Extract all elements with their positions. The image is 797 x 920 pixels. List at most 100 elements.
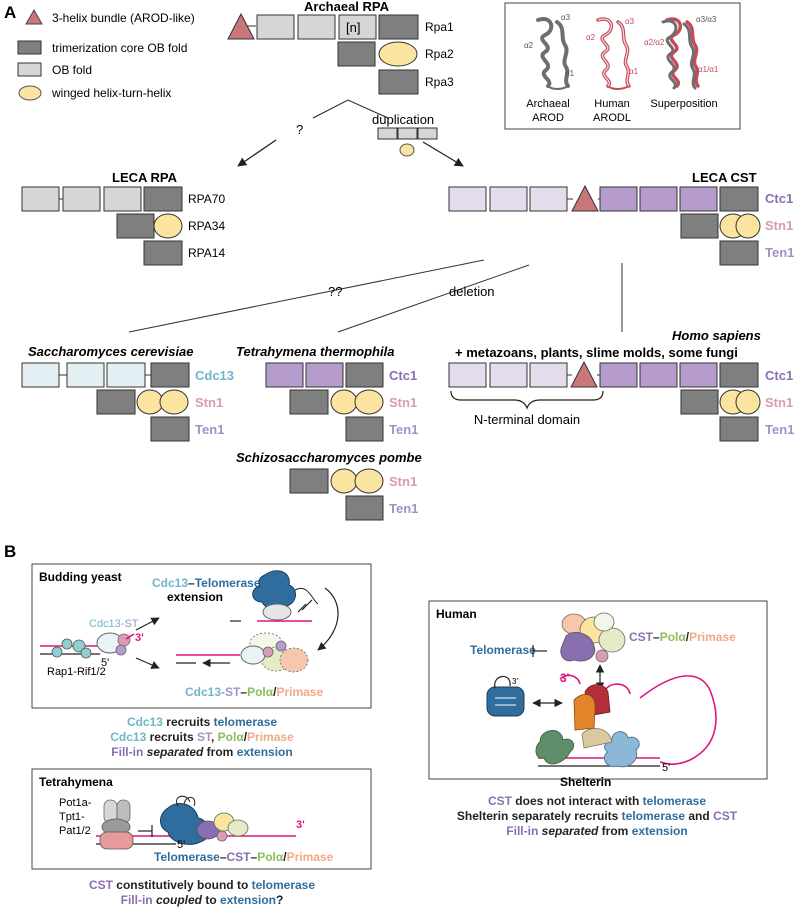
archaeal-rpa-title: Archaeal RPA <box>304 0 390 14</box>
evolution-arrows-top: ? duplication <box>237 99 464 167</box>
sc-name: Saccharomyces cerevisiae <box>28 344 194 359</box>
sc-cst: Saccharomyces cerevisiae Cdc13 Stn1 Ten1 <box>21 344 234 442</box>
caption-superposition: Superposition <box>650 98 717 110</box>
helix-a3-archaeal: α3 <box>561 13 571 22</box>
rap1-rif-label: Rap1-Rif1/2 <box>47 666 106 678</box>
hs-stn1-label: Stn1 <box>765 395 793 410</box>
helix-a2-archaeal: α2 <box>524 41 534 50</box>
tt-cst: Tetrahymena thermophila Ctc1 Stn1 Ten1 <box>236 344 418 442</box>
shelterin-label: Shelterin <box>560 775 611 789</box>
yeast-3prime: 3' <box>135 632 144 644</box>
sp-stn1-label: Stn1 <box>389 474 417 489</box>
caption-archaeal-line2: AROD <box>532 112 564 124</box>
hs-arod-triangle <box>570 360 598 388</box>
pot-line2: Tpt1- <box>59 811 85 823</box>
caption-human-line2: ARODL <box>593 112 631 124</box>
tetra-5prime: 5' <box>177 839 185 851</box>
yeast-bottom-label: Cdc13-ST–Polα/Primase <box>185 685 323 699</box>
hs-ten1-label: Ten1 <box>765 422 794 437</box>
tt-ten1-label: Ten1 <box>389 422 418 437</box>
sp-ten1-label: Ten1 <box>389 501 418 516</box>
sc-stn1-label: Stn1 <box>195 395 223 410</box>
yeast-5prime: 5' <box>101 657 109 669</box>
caption-human-line1: Human <box>594 98 629 110</box>
leca-rpa34-label: RPA34 <box>188 219 225 233</box>
archaeal-rpa: Archaeal RPA [n] Rpa1 Rpa2 Rpa3 <box>227 0 454 95</box>
divergence-lines <box>128 259 623 333</box>
leca-rpa-title: LECA RPA <box>112 170 178 185</box>
nterm-label: N-terminal domain <box>474 412 580 427</box>
tt-stn1-label: Stn1 <box>389 395 417 410</box>
double-question: ?? <box>328 284 342 299</box>
deletion-label: deletion <box>449 284 495 299</box>
tt-ctc1-label: Ctc1 <box>389 368 417 383</box>
tetra-caption-2: Fill-in coupled to extension? <box>121 893 284 907</box>
legend-whth-label: winged helix-turn-helix <box>51 86 171 100</box>
helix-a1a1-super: α1/α1 <box>698 65 719 74</box>
leca-rpa: LECA RPA RPA70 RPA34 RPA14 <box>21 170 225 266</box>
legend-core-ob-label: trimerization core OB fold <box>52 41 187 55</box>
archaeal-rpa2-label: Rpa2 <box>425 47 454 61</box>
tetrahymena-telomerase-shape <box>160 803 210 845</box>
human-title: Human <box>436 607 477 621</box>
sc-ten1-label: Ten1 <box>195 422 224 437</box>
human-telomerase-shape <box>486 686 525 717</box>
helix-a2a2-super: α2/α2 <box>644 38 665 47</box>
hs-cst: Homo sapiens + metazoans, plants, slime … <box>448 328 794 442</box>
archaeal-rpa3-label: Rpa3 <box>425 75 454 89</box>
human-caption-1: CST does not interact with telomerase <box>488 794 706 808</box>
sp-name: Schizosaccharomyces pombe <box>236 450 422 465</box>
helix-a3a3-super: α3/α3 <box>696 15 717 24</box>
yeast-title: Budding yeast <box>39 570 122 584</box>
yeast-ext-title-line2: extension <box>167 590 223 604</box>
human-caption-2: Shelterin separately recruits telomerase… <box>457 809 738 823</box>
hs-subtitle: + metazoans, plants, slime molds, some f… <box>455 345 738 360</box>
pot-line1: Pot1a- <box>59 797 92 809</box>
legend: 3-helix bundle (AROD-like) trimerization… <box>17 8 195 101</box>
human-caption-3: Fill-in separated from extension <box>506 824 687 838</box>
human-telomerase-label: Telomerase <box>470 643 536 657</box>
sc-cdc13-label: Cdc13 <box>195 368 234 383</box>
hs-name: Homo sapiens <box>672 328 761 343</box>
superposition-structure <box>661 17 700 90</box>
archaeal-n-label: [n] <box>346 20 360 35</box>
human-3prime: 3' <box>560 671 570 685</box>
human-panel: Human CST–Polα/Primase Telomerase 3' 3' … <box>428 600 768 789</box>
legend-arod-label: 3-helix bundle (AROD-like) <box>52 11 195 25</box>
leca-ctc1-label: Ctc1 <box>765 191 793 206</box>
archaeal-arod-structure <box>536 17 570 90</box>
hs-ctc1-label: Ctc1 <box>765 368 793 383</box>
panel-b-label: B <box>4 542 16 561</box>
leca-cst-arod-triangle <box>571 184 599 212</box>
yeast-caption-1: Cdc13 recruits telomerase <box>127 715 277 729</box>
sp-cst: Schizosaccharomyces pombe Stn1 Ten1 <box>236 450 422 521</box>
archaeal-rpa1-label: Rpa1 <box>425 20 454 34</box>
legend-ob-label: OB fold <box>52 63 92 77</box>
panel-a-label: A <box>4 3 16 22</box>
helix-a2-human: α2 <box>586 33 596 42</box>
helix-a1-archaeal: α1 <box>565 69 575 78</box>
tetra-bottom-label: Telomerase–CST–Polα/Primase <box>154 850 334 864</box>
legend-ob-icon <box>17 62 42 77</box>
tt-name: Tetrahymena thermophila <box>236 344 394 359</box>
nterm-brace <box>450 390 604 410</box>
rap1-protein <box>61 638 73 650</box>
tetra-caption-1: CST constitutively bound to telomerase <box>89 878 315 892</box>
human-5prime: 5' <box>662 762 670 774</box>
yeast-caption-2: Cdc13 recruits ST, Polα/Primase <box>110 730 294 744</box>
caption-archaeal-line1: Archaeal <box>526 98 569 110</box>
human-cst-label: CST–Polα/Primase <box>629 630 736 644</box>
structure-inset: α3 α2 α1 α3 α2 α1 α3/α3 α2/α2 α1/α1 Arch… <box>504 2 741 130</box>
tetrahymena-title: Tetrahymena <box>39 775 113 789</box>
pot-line3: Pat1/2 <box>59 825 91 837</box>
duplication-label: duplication <box>372 112 434 127</box>
yeast-cdc13st-label: Cdc13-ST <box>89 618 139 630</box>
helix-a3-human: α3 <box>625 17 635 26</box>
leca-stn1-label: Stn1 <box>765 218 793 233</box>
question-mark: ? <box>296 122 303 137</box>
leca-rpa70-label: RPA70 <box>188 192 225 206</box>
leca-ten1-label: Ten1 <box>765 245 794 260</box>
legend-whth-icon <box>18 85 42 101</box>
leca-rpa14-label: RPA14 <box>188 246 225 260</box>
